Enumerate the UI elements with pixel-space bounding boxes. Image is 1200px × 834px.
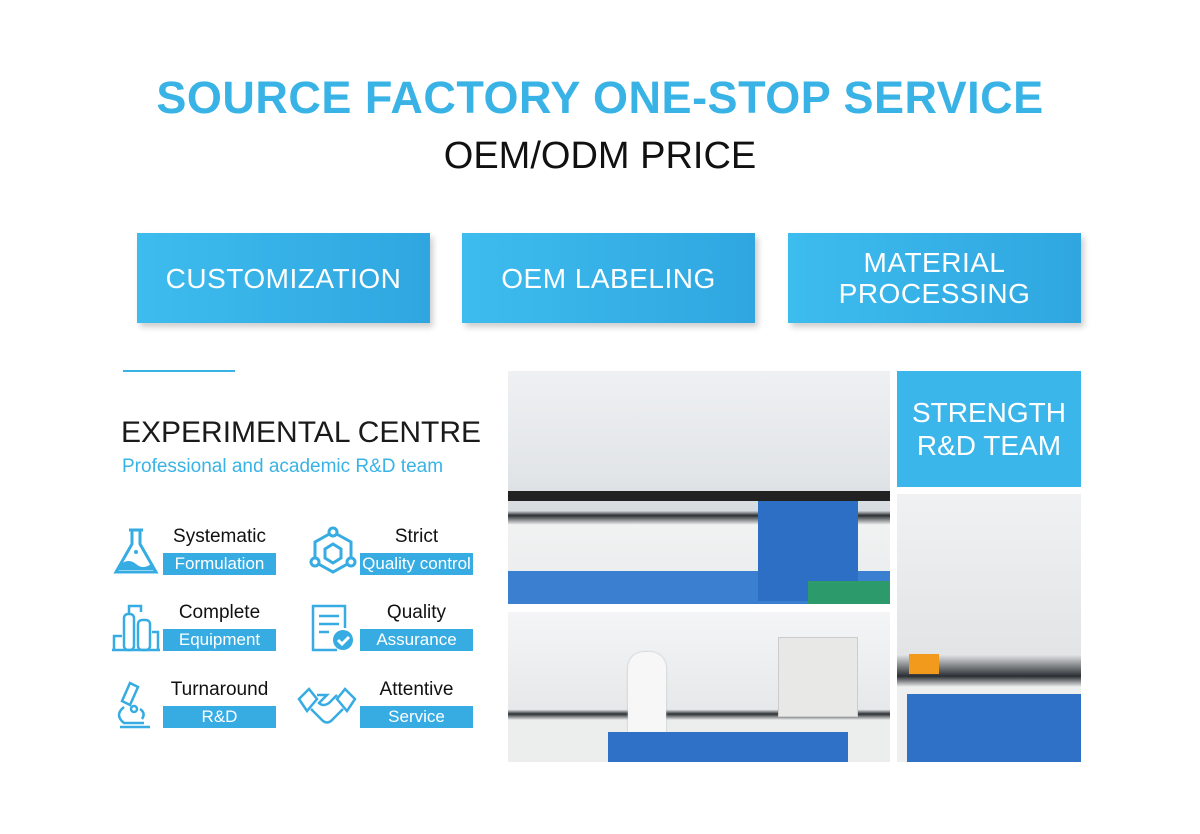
feature-service: Attentive Service [297,679,497,739]
feature-rd: Turnaround R&D [110,679,310,739]
feature-quality-assurance: Quality Assurance [307,602,507,662]
flask-icon [113,528,159,574]
feature-equipment: Complete Equipment [110,602,310,662]
feature-line2: Equipment [163,629,276,651]
feature-line2: Quality control [360,553,473,575]
molecule-icon [309,526,357,574]
feature-line1: Strict [394,526,439,547]
feature-formulation: Systematic Formulation [110,526,310,586]
feature-line2: Service [360,706,473,728]
feature-line1: Turnaround [170,679,269,700]
service-material-processing: MATERIAL PROCESSING [788,233,1081,323]
feature-line2: Formulation [163,553,276,575]
strength-rd-team-banner: STRENGTH R&D TEAM [897,371,1081,487]
service-customization: CUSTOMIZATION [137,233,430,323]
feature-line2: R&D [163,706,276,728]
feature-line1: Quality [386,602,447,623]
factory-equipment-icon [112,604,160,652]
document-check-icon [311,604,353,652]
feature-line2: Assurance [360,629,473,651]
feature-line1: Systematic [173,526,266,547]
page-subtitle: OEM/ODM PRICE [443,135,757,177]
service-oem-labeling: OEM LABELING [462,233,755,323]
microscope-icon [117,681,150,729]
feature-quality-control: Strict Quality control [307,526,507,586]
lab-photo-researcher [508,612,890,762]
handshake-icon [297,687,357,724]
lab-photo-main [508,371,890,604]
lab-photo-bench [897,494,1081,762]
page-title: SOURCE FACTORY ONE-STOP SERVICE [156,72,1044,123]
feature-line1: Complete [178,602,261,623]
feature-line1: Attentive [379,679,454,700]
divider [123,370,235,372]
section-title: EXPERIMENTAL CENTRE [121,416,482,449]
section-subtitle: Professional and academic R&D team [122,456,444,477]
